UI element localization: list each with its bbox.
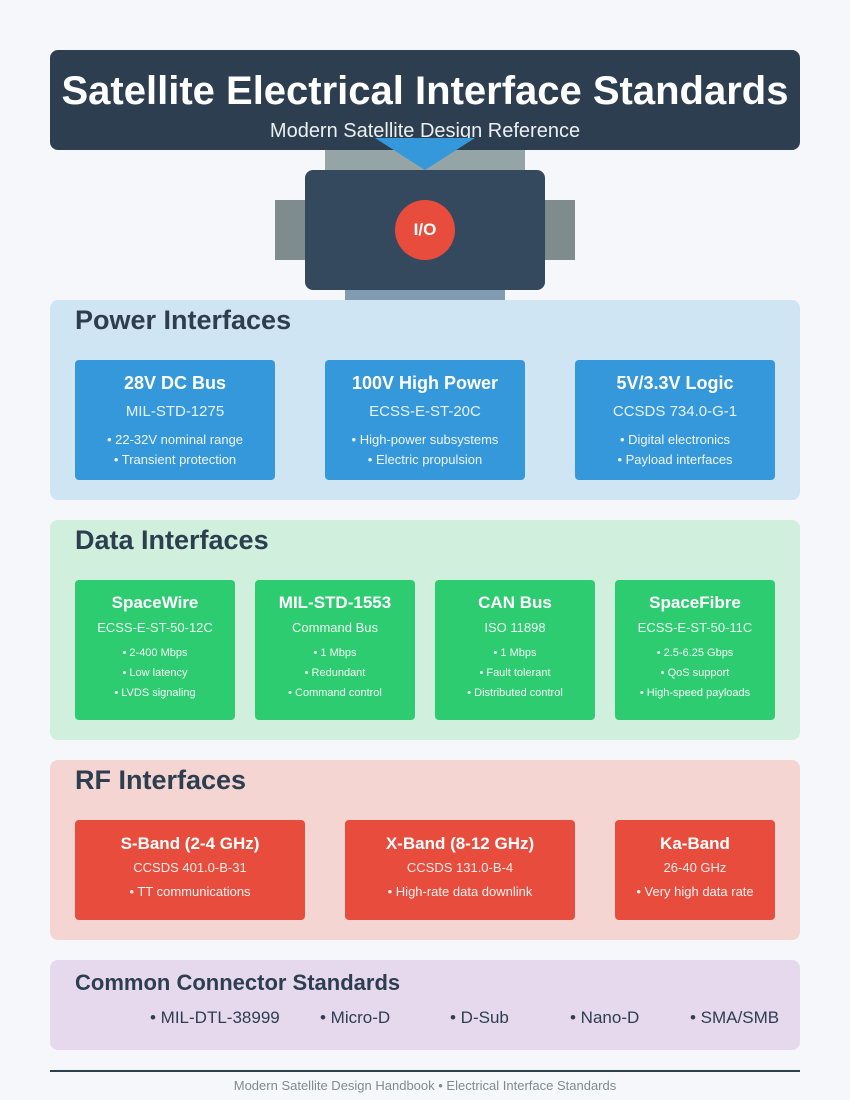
io-badge: I/O xyxy=(395,200,455,260)
card-bullet: • 2.5-6.25 Gbps xyxy=(656,647,734,659)
section-title: RF Interfaces xyxy=(75,765,247,795)
connector-item: • SMA/SMB xyxy=(690,1008,780,1027)
card-standard: ECSS-E-ST-50-12C xyxy=(97,620,213,635)
power-card: 5V/3.3V Logic CCSDS 734.0-G-1 • Digital … xyxy=(575,360,775,480)
card-bullet: • Digital electronics xyxy=(619,432,731,447)
card-standard: ECSS-E-ST-20C xyxy=(369,403,481,420)
card-bullet: • LVDS signaling xyxy=(114,687,196,699)
card-bullet: • 1 Mbps xyxy=(493,647,537,659)
rf-interfaces-section: RF Interfaces S-Band (2-4 GHz) CCSDS 401… xyxy=(50,760,800,940)
card-name: Ka-Band xyxy=(660,834,730,853)
card-bullet: • High-rate data downlink xyxy=(387,884,533,899)
card-bullet: • Payload interfaces xyxy=(617,452,733,467)
card-bullet: • 22-32V nominal range xyxy=(106,432,244,447)
page-subtitle: Modern Satellite Design Reference xyxy=(269,120,581,142)
card-name: MIL-STD-1553 xyxy=(278,593,392,612)
satellite-right-panel xyxy=(545,200,575,260)
section-title: Data Interfaces xyxy=(75,525,269,555)
connector-item: • Nano-D xyxy=(570,1008,640,1027)
card-name: SpaceWire xyxy=(111,593,199,612)
section-title: Common Connector Standards xyxy=(75,970,401,995)
card-standard: ECSS-E-ST-50-11C xyxy=(637,620,753,635)
section-title: Power Interfaces xyxy=(75,305,292,335)
connector-item: • D-Sub xyxy=(450,1008,509,1027)
card-standard: CCSDS 131.0-B-4 xyxy=(406,860,514,875)
card-bullet: • Fault tolerant xyxy=(479,667,551,679)
card-standard: Command Bus xyxy=(292,620,378,635)
card-bullet: • Transient protection xyxy=(113,452,237,467)
data-card: SpaceFibre ECSS-E-ST-50-11C • 2.5-6.25 G… xyxy=(615,580,775,720)
page-title: Satellite Electrical Interface Standards xyxy=(61,69,789,113)
satellite-left-panel xyxy=(275,200,305,260)
card-bullet: • Redundant xyxy=(304,667,366,679)
card-bullet: • Very high data rate xyxy=(636,884,754,899)
power-card: 100V High Power ECSS-E-ST-20C • High-pow… xyxy=(325,360,525,480)
card-bullet: • TT communications xyxy=(129,884,251,899)
card-standard: 26-40 GHz xyxy=(663,860,727,875)
card-name: SpaceFibre xyxy=(649,593,741,612)
card-bullet: • QoS support xyxy=(660,667,730,679)
card-name: 28V DC Bus xyxy=(123,373,227,393)
card-name: S-Band (2-4 GHz) xyxy=(120,834,260,853)
card-bullet: • Distributed control xyxy=(467,687,563,699)
connector-item: • Micro-D xyxy=(320,1008,391,1027)
card-name: X-Band (8-12 GHz) xyxy=(385,834,535,853)
power-card: 28V DC Bus MIL-STD-1275 • 22-32V nominal… xyxy=(75,360,275,480)
card-bullet: • Low latency xyxy=(122,667,188,679)
rf-card: X-Band (8-12 GHz) CCSDS 131.0-B-4 • High… xyxy=(345,820,575,920)
card-bullet: • Command control xyxy=(288,687,382,699)
card-standard: ISO 11898 xyxy=(484,620,546,635)
connector-standards-section: Common Connector Standards • MIL-DTL-389… xyxy=(50,960,800,1050)
card-name: CAN Bus xyxy=(478,593,552,612)
data-card: SpaceWire ECSS-E-ST-50-12C • 2-400 Mbps … xyxy=(75,580,235,720)
card-bullet: • 1 Mbps xyxy=(313,647,357,659)
satellite-antenna-icon xyxy=(375,138,475,170)
card-standard: MIL-STD-1275 xyxy=(125,403,225,420)
card-bullet: • 2-400 Mbps xyxy=(122,647,188,659)
card-name: 100V High Power xyxy=(351,373,499,393)
footer-text: Modern Satellite Design Handbook • Elect… xyxy=(233,1078,617,1093)
data-card: CAN Bus ISO 11898 • 1 Mbps • Fault toler… xyxy=(435,580,595,720)
rf-card: S-Band (2-4 GHz) CCSDS 401.0-B-31 • TT c… xyxy=(75,820,305,920)
card-bullet: • Electric propulsion xyxy=(367,452,483,467)
data-card: MIL-STD-1553 Command Bus • 1 Mbps • Redu… xyxy=(255,580,415,720)
card-name: 5V/3.3V Logic xyxy=(616,373,734,393)
header-banner: Satellite Electrical Interface Standards… xyxy=(50,50,800,150)
card-standard: CCSDS 401.0-B-31 xyxy=(133,860,247,875)
card-bullet: • High-power subsystems xyxy=(351,432,499,447)
connector-item: • MIL-DTL-38999 xyxy=(150,1008,280,1027)
data-interfaces-section: Data Interfaces SpaceWire ECSS-E-ST-50-1… xyxy=(50,520,800,740)
footer-divider xyxy=(50,1070,800,1072)
rf-card: Ka-Band 26-40 GHz • Very high data rate xyxy=(615,820,775,920)
power-interfaces-section: Power Interfaces 28V DC Bus MIL-STD-1275… xyxy=(50,300,800,500)
card-bullet: • High-speed payloads xyxy=(639,687,751,699)
card-standard: CCSDS 734.0-G-1 xyxy=(612,403,738,420)
